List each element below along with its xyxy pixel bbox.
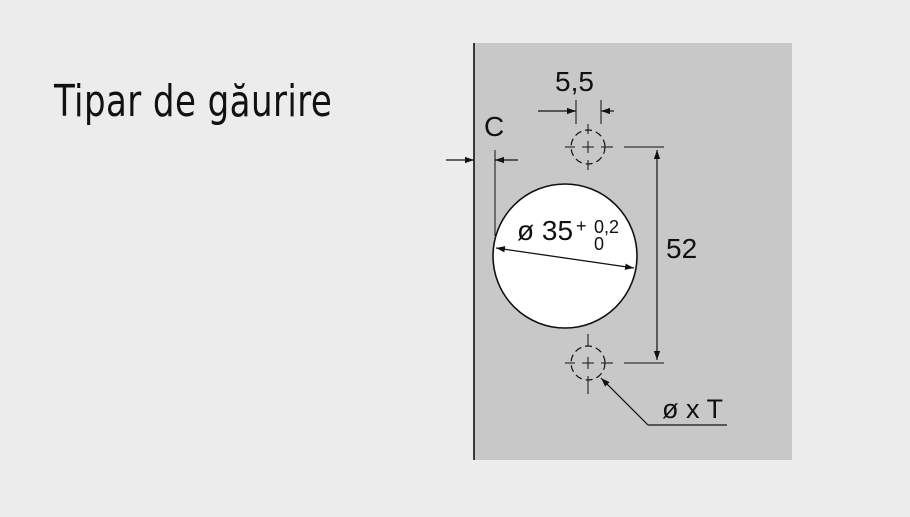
screw-hole-label: ø x T	[662, 394, 723, 424]
spacing-dimension	[538, 100, 614, 124]
tolerance-lower: 0	[594, 234, 604, 254]
page-title: Tipar de găurire	[54, 76, 333, 127]
screw-hole-bottom	[565, 334, 613, 394]
hole-distance-label: 52	[666, 233, 697, 264]
spacing-label: 5,5	[555, 66, 594, 97]
screw-hole-leader	[600, 377, 727, 426]
hole-distance-dimension	[624, 146, 664, 364]
edge-distance-label: C	[484, 111, 504, 142]
diameter-dimension-line	[495, 246, 635, 270]
cup-diameter-label: ø 35	[517, 215, 573, 246]
tolerance-sign: +	[576, 216, 587, 236]
edge-distance-dimension	[446, 150, 518, 236]
screw-hole-top	[565, 124, 613, 170]
tolerance-upper: 0,2	[594, 217, 619, 237]
cup-hole	[492, 183, 638, 329]
